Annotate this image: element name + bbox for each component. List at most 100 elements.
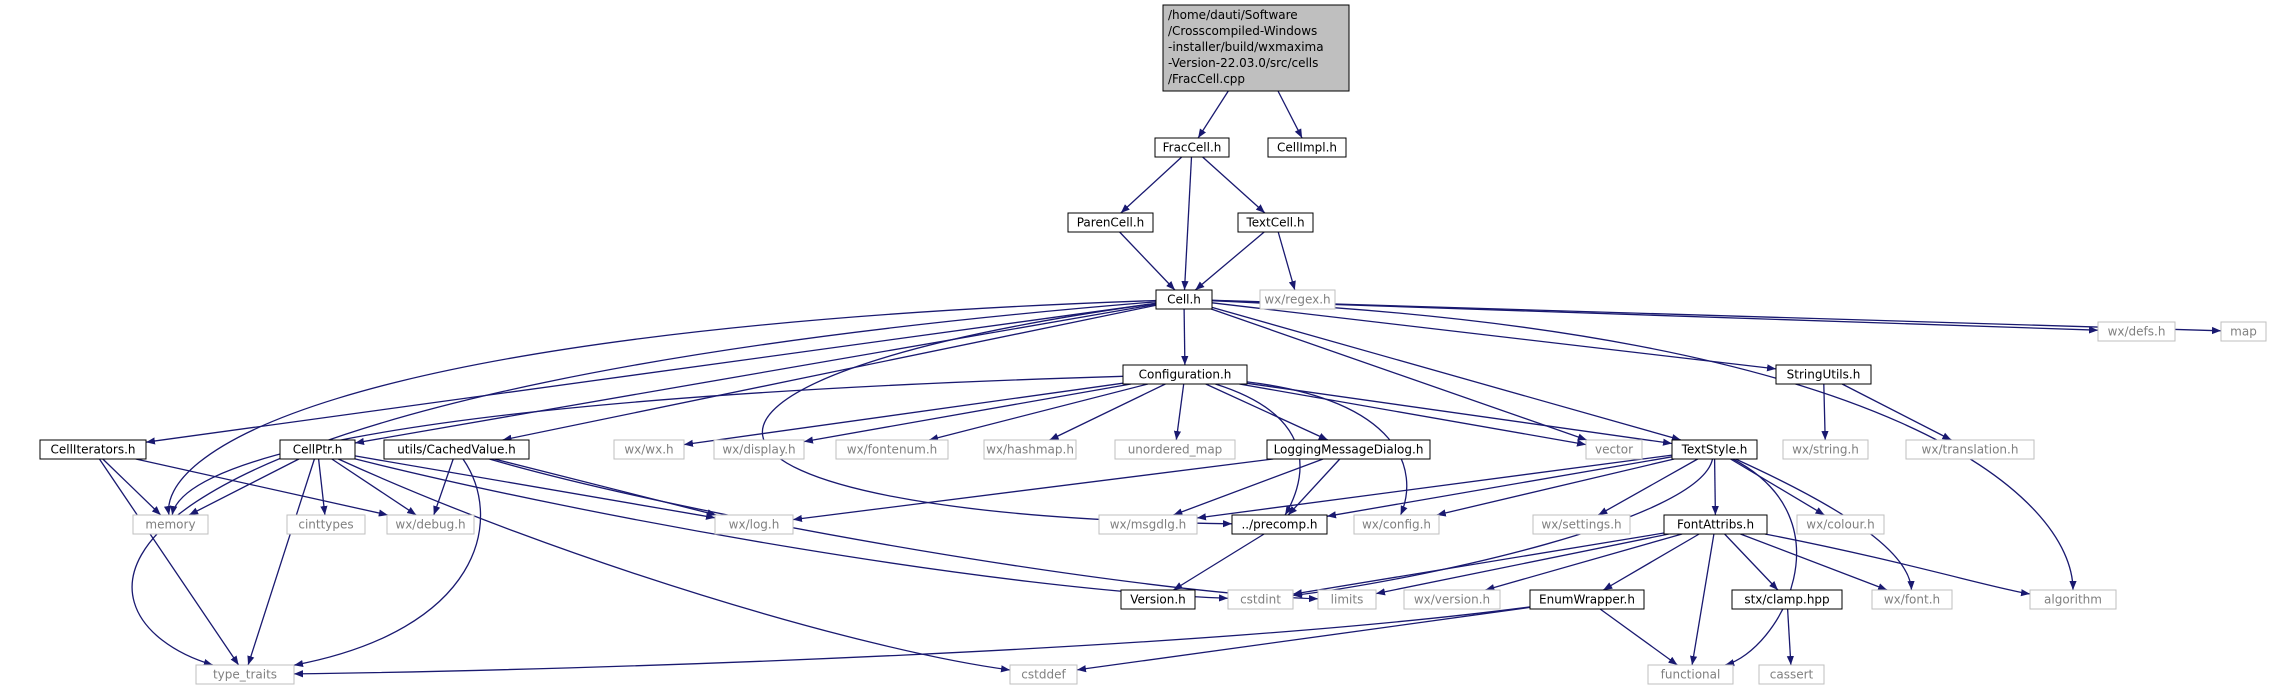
node-label: utils/CachedValue.h bbox=[397, 443, 516, 457]
edge-cellptr_h-to-cstdint bbox=[354, 458, 1229, 602]
node-type_traits: type_traits bbox=[195, 664, 295, 685]
node-box bbox=[1796, 514, 1885, 535]
node-box bbox=[1155, 289, 1213, 310]
node-wx_string_h: wx/string.h bbox=[1782, 439, 1869, 460]
node-box bbox=[2029, 589, 2117, 610]
edge-cell_h-to-algorithm bbox=[1211, 300, 2077, 591]
node-box bbox=[713, 439, 805, 460]
node-box bbox=[1120, 589, 1196, 610]
edge-precomp_h-to-version_h bbox=[1173, 533, 1265, 591]
node-enumwrapper_h[interactable]: EnumWrapper.h bbox=[1529, 589, 1645, 610]
edge-cell_h-to-stringutils_h bbox=[1211, 302, 1777, 372]
node-label: wx/fontenum.h bbox=[847, 443, 938, 457]
node-box bbox=[1353, 514, 1440, 535]
edge-fontattribs_h-to-wx_version_h bbox=[1485, 533, 1683, 591]
edge-textstyle_h-to-fontattribs_h bbox=[1711, 458, 1719, 516]
node-box bbox=[1403, 589, 1501, 610]
node-algorithm: algorithm bbox=[2029, 589, 2117, 610]
node-version_h[interactable]: Version.h bbox=[1120, 589, 1196, 610]
node-label: wx/defs.h bbox=[2108, 325, 2166, 339]
edge-cell_h-to-memory bbox=[164, 299, 1157, 516]
node-wx_display_h: wx/display.h bbox=[713, 439, 805, 460]
node-box bbox=[195, 664, 295, 685]
edge-cachedvalue_h-to-wx_debug_h bbox=[433, 458, 454, 516]
node-cellimpl_h[interactable]: CellImpl.h bbox=[1267, 137, 1347, 158]
node-box bbox=[383, 439, 530, 460]
edge-loggingmessagedialog_h-to-wx_msgdlg_h bbox=[1173, 458, 1324, 516]
edge-cellptr_h-to-cstddef bbox=[338, 458, 1011, 673]
node-label: memory bbox=[145, 518, 195, 532]
edge-cellptr_h-to-cinttypes bbox=[317, 458, 328, 516]
node-precomp_h[interactable]: ../precomp.h bbox=[1231, 514, 1328, 535]
node-box bbox=[1267, 137, 1347, 158]
node-box bbox=[2220, 321, 2267, 342]
node-label: FracCell.h bbox=[1163, 141, 1222, 155]
node-cachedvalue_h[interactable]: utils/CachedValue.h bbox=[383, 439, 530, 460]
node-box bbox=[2097, 321, 2176, 342]
node-wx_version_h: wx/version.h bbox=[1403, 589, 1501, 610]
edge-textstyle_h-to-wx_colour_h bbox=[1730, 458, 1825, 516]
node-memory: memory bbox=[132, 514, 209, 535]
node-box bbox=[1259, 289, 1336, 310]
node-textcell_h[interactable]: TextCell.h bbox=[1237, 212, 1314, 233]
node-label: wx/string.h bbox=[1792, 443, 1859, 457]
node-box bbox=[1114, 439, 1236, 460]
node-box bbox=[1067, 212, 1154, 233]
node-label: EnumWrapper.h bbox=[1539, 593, 1635, 607]
node-configuration_h[interactable]: Configuration.h bbox=[1122, 364, 1248, 385]
node-box bbox=[1009, 664, 1078, 685]
edge-configuration_h-to-memory bbox=[170, 375, 1124, 516]
node-stringutils_h[interactable]: StringUtils.h bbox=[1775, 364, 1872, 385]
node-wx_msgdlg_h: wx/msgdlg.h bbox=[1098, 514, 1198, 535]
edge-enumwrapper_h-to-functional bbox=[1599, 608, 1678, 666]
node-celliterators_h[interactable]: CellIterators.h bbox=[39, 439, 147, 460]
node-box bbox=[835, 439, 949, 460]
node-label: cstddef bbox=[1021, 668, 1066, 682]
edge-cell_h-to-map bbox=[1211, 299, 2222, 335]
edge-configuration_h-to-unordered_map bbox=[1173, 383, 1185, 441]
node-label: /FracCell.cpp bbox=[1168, 72, 1245, 86]
node-loggingmessagedialog_h[interactable]: LoggingMessageDialog.h bbox=[1266, 439, 1431, 460]
edge-fontattribs_h-to-functional bbox=[1690, 533, 1715, 666]
node-label: cassert bbox=[1770, 668, 1814, 682]
node-label: wx/colour.h bbox=[1806, 518, 1874, 532]
node-cell_h[interactable]: Cell.h bbox=[1155, 289, 1213, 310]
node-label: unordered_map bbox=[1128, 443, 1223, 457]
node-box bbox=[286, 514, 366, 535]
edge-enumwrapper_h-to-cstddef bbox=[1076, 606, 1531, 673]
edge-celliterators_h-to-wx_debug_h bbox=[135, 458, 388, 517]
node-stx_clamp_hpp[interactable]: stx/clamp.hpp bbox=[1731, 589, 1843, 610]
edge-textstyle_h-to-precomp_h bbox=[1326, 456, 1673, 519]
node-label: -Version-22.03.0/src/cells bbox=[1168, 56, 1318, 70]
node-label: functional bbox=[1661, 668, 1721, 682]
node-box bbox=[1532, 514, 1631, 535]
node-label: TextCell.h bbox=[1245, 216, 1304, 230]
node-label: limits bbox=[1331, 593, 1364, 607]
node-box bbox=[1671, 439, 1758, 460]
edge-cellptr_h-to-type_traits bbox=[247, 458, 316, 666]
node-map: map bbox=[2220, 321, 2267, 342]
node-wx_config_h: wx/config.h bbox=[1353, 514, 1440, 535]
node-textstyle_h[interactable]: TextStyle.h bbox=[1671, 439, 1758, 460]
node-box bbox=[39, 439, 147, 460]
node-wx_hashmap_h: wx/hashmap.h bbox=[983, 439, 1077, 460]
node-limits: limits bbox=[1317, 589, 1377, 610]
edge-celliterators_h-to-type_traits bbox=[98, 458, 240, 666]
node-wx_settings_h: wx/settings.h bbox=[1532, 514, 1631, 535]
node-box bbox=[386, 514, 475, 535]
edge-cell_h-to-textstyle_h bbox=[1211, 306, 1682, 442]
edge-configuration_h-to-textstyle_h bbox=[1246, 382, 1673, 446]
node-cellptr_h[interactable]: CellPtr.h bbox=[279, 439, 356, 460]
node-label: wx/settings.h bbox=[1541, 518, 1621, 532]
edge-textstyle_h-to-functional bbox=[1725, 458, 1798, 667]
node-root[interactable]: /home/dauti/Software/Crosscompiled-Windo… bbox=[1162, 4, 1350, 92]
node-fontattribs_h[interactable]: FontAttribs.h bbox=[1663, 514, 1768, 535]
node-fraccell_h[interactable]: FracCell.h bbox=[1154, 137, 1230, 158]
edge-stringutils_h-to-wx_translation_h bbox=[1841, 383, 1952, 441]
node-cstddef: cstddef bbox=[1009, 664, 1078, 685]
node-label: wx/msgdlg.h bbox=[1110, 518, 1187, 532]
edge-configuration_h-to-wx_wx_h bbox=[683, 382, 1124, 447]
node-parencell_h[interactable]: ParenCell.h bbox=[1067, 212, 1154, 233]
edge-cell_h-to-celliterators_h bbox=[145, 302, 1157, 445]
